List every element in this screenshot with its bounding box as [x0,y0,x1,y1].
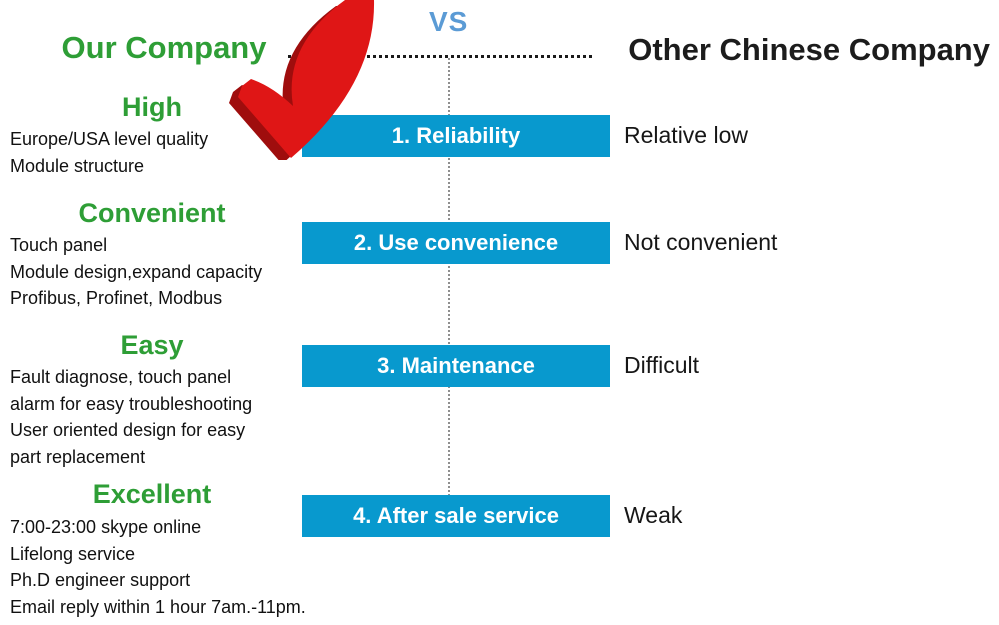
description-line: Europe/USA level quality [10,129,209,149]
vs-label: VS [429,6,469,37]
right-label-use-convenience: Not convenient [624,228,778,255]
description-line: Lifelong service [10,543,136,564]
left-description-excellent: 7:00-23:00 skype online Lifelong service… [10,514,320,620]
category-bar-after-sale-service: 4. After sale service [302,495,610,537]
left-heading-high: High [122,92,182,122]
description-line: Module design,expand capacity [10,261,263,282]
header-dotted-line [288,55,592,58]
bar-label: 2. Use convenience [353,230,559,255]
description-line: Touch panel [10,235,108,255]
bar-label: 3. Maintenance [377,353,535,378]
description-line: User oriented design for easy [10,420,246,440]
description-line: Fault diagnose, touch panel [10,367,232,387]
bar-label: 1. Reliability [391,123,521,148]
description-line: part replacement [10,446,146,467]
right-label-after-sale-service: Weak [624,501,683,528]
description-line: 7:00-23:00 skype online [10,517,202,537]
description-line: Ph.D engineer support [10,570,191,590]
category-bar-maintenance: 3. Maintenance [302,345,610,387]
left-heading-convenient: Convenient [78,198,226,228]
description-line: Email reply within 1 hour 7am.-11pm. [10,596,306,617]
left-heading-easy: Easy [120,330,184,360]
description-line: Module structure [10,155,145,176]
right-label-maintenance: Difficult [624,351,699,378]
center-dotted-line [448,58,450,496]
other-company-title: Other Chinese Company [628,32,990,67]
category-bar-use-convenience: 2. Use convenience [302,222,610,264]
left-description-convenient: Touch panel Module design,expand capacit… [10,232,320,312]
left-heading-excellent: Excellent [92,479,212,509]
right-label-reliability: Relative low [624,121,748,148]
bar-label: 4. After sale service [353,503,559,528]
description-line: Profibus, Profinet, Modbus [10,288,223,308]
our-company-title: Our Company [61,30,267,65]
description-line: alarm for easy troubleshooting [10,393,253,414]
left-description-easy: Fault diagnose, touch panel alarm for ea… [10,364,320,470]
left-description-high: Europe/USA level quality Module structur… [10,126,320,179]
category-bar-reliability: 1. Reliability [302,115,610,157]
red-checkmark-icon [228,0,378,164]
